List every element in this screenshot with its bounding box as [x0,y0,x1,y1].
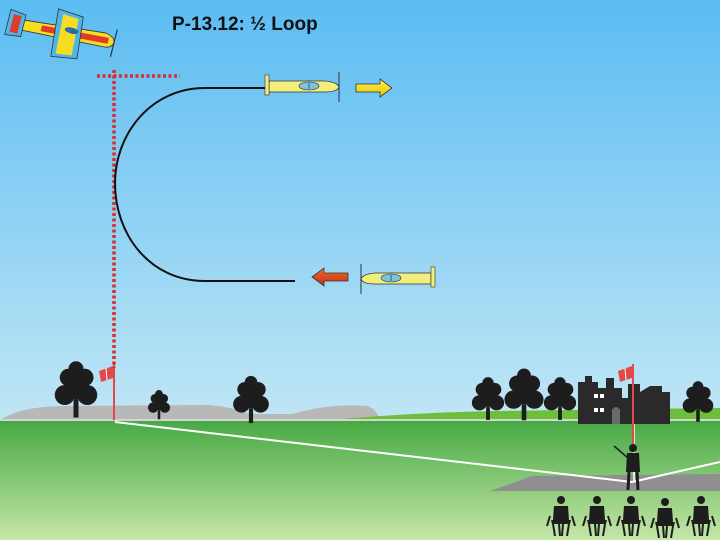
sky [0,0,720,420]
page-title: P-13.12: ½ Loop [172,14,318,36]
